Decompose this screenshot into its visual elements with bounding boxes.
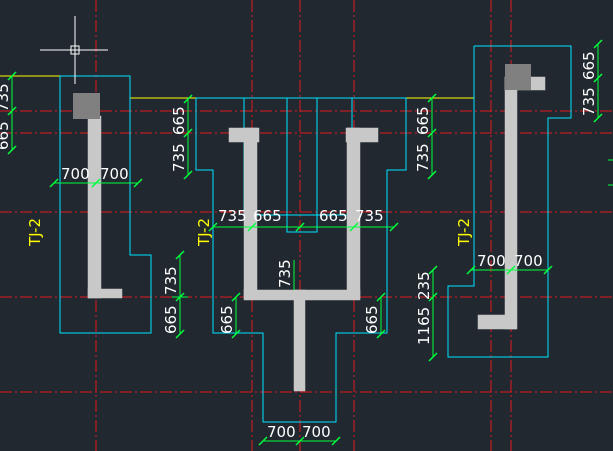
footing-outline-center [195, 97, 407, 423]
dim-text-665: 665 [414, 106, 432, 135]
columns [73, 64, 531, 119]
footing-inner-notch [243, 98, 353, 216]
column-left [73, 93, 100, 119]
dim-text-665: 665 [218, 305, 236, 334]
cursor-pickbox [70, 45, 80, 55]
footing-tag-center: TJ-2 [195, 218, 213, 247]
dim-tick [593, 39, 603, 123]
dim-text-700: 700 [514, 252, 543, 270]
dim-tick [427, 93, 437, 180]
footing-outline-left [59, 75, 152, 334]
footing-outlines [59, 45, 572, 423]
dim-tick [428, 265, 438, 362]
footing-outline-right [447, 45, 572, 358]
dim-text-665: 665 [363, 305, 381, 334]
dim-tick [175, 250, 185, 339]
dim-tick [7, 71, 17, 155]
dim-text-665-partial: 665 [0, 121, 12, 150]
dim-text-665: 665 [580, 51, 598, 80]
column-right [505, 64, 531, 90]
dim-text-700: 700 [267, 423, 296, 441]
wall-center-stem [293, 289, 306, 392]
wall-right-vertical [504, 76, 518, 330]
dim-text-1165: 1165 [415, 307, 433, 345]
wall-right-foot [477, 314, 517, 330]
walls [87, 76, 546, 392]
dimension-ticks [7, 39, 603, 446]
dim-text-735: 735 [355, 207, 384, 225]
dim-text-735: 735 [218, 207, 247, 225]
crosshair-cursor [40, 16, 108, 84]
wall-left-vertical [87, 115, 102, 299]
dimension-texts: 700 700 665 735 735 665 735 665 735 665 … [0, 51, 598, 441]
dim-text-665: 665 [162, 305, 180, 334]
dim-text-665: 665 [253, 207, 282, 225]
dim-tick [466, 265, 553, 275]
dim-text-665: 665 [170, 106, 188, 135]
dim-text-735: 735 [414, 143, 432, 172]
edge-marks [608, 159, 613, 186]
dim-text-665: 665 [319, 207, 348, 225]
footing-tags: TJ-2 TJ-2 TJ-2 [26, 218, 473, 247]
dim-text-735: 735 [162, 266, 180, 295]
dim-tick [376, 292, 386, 339]
dim-text-735-partial: 735 [0, 83, 12, 112]
dim-text-700: 700 [477, 252, 506, 270]
wall-left-foot [87, 288, 123, 299]
footing-tag-left: TJ-2 [26, 218, 44, 247]
dim-tick [49, 178, 143, 188]
dim-tick [258, 436, 341, 446]
dim-text-735: 735 [580, 87, 598, 116]
dim-text-735: 735 [170, 143, 188, 172]
dim-text-235: 235 [415, 271, 433, 300]
footing-inner-step [286, 98, 318, 233]
dim-text-735: 735 [276, 259, 294, 288]
dim-tick [231, 292, 241, 339]
dim-text-700: 700 [302, 423, 331, 441]
footing-tag-right: TJ-2 [455, 218, 473, 247]
dim-tick [208, 222, 399, 232]
beam-edge-lines [0, 75, 474, 99]
dim-text-700: 700 [100, 165, 129, 183]
dim-text-700: 700 [61, 165, 90, 183]
dim-tick [183, 94, 193, 180]
